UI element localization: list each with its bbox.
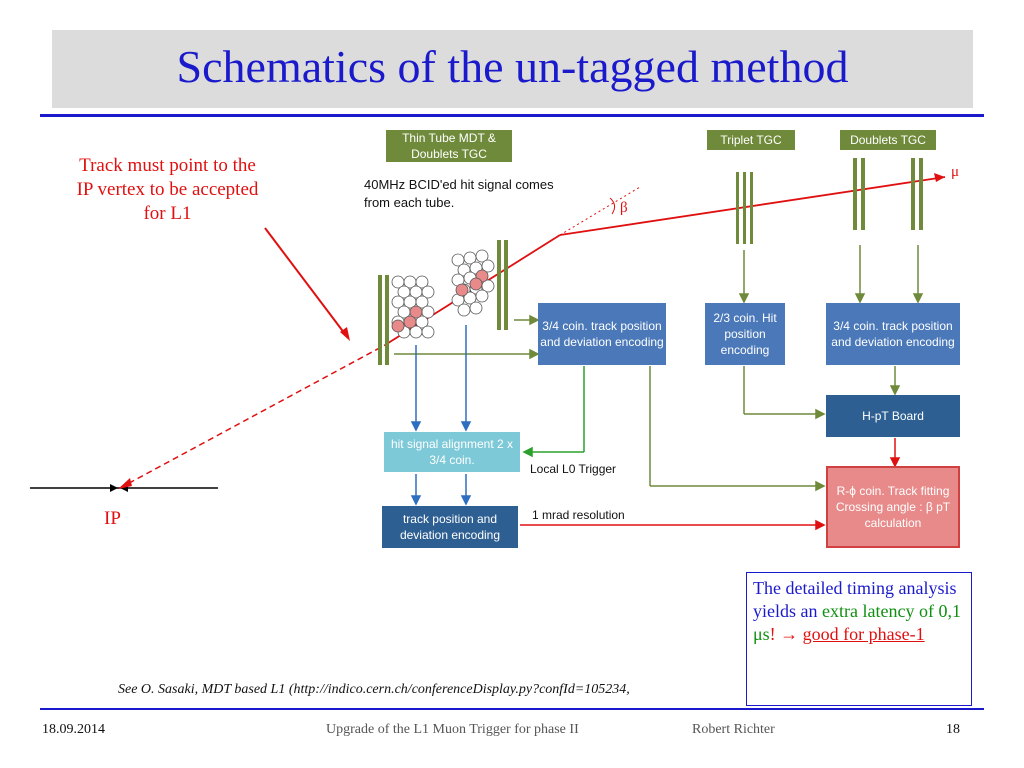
rphi-coin-box: R-ϕ coin. Track fitting Crossing angle :…: [826, 466, 960, 548]
label-doublets-tgc: Doublets TGC: [840, 130, 936, 150]
timing-note: The detailed timing analysis yields an e…: [746, 572, 972, 706]
label-mdt-chamber: Thin Tube MDT & Doublets TGC: [386, 130, 512, 162]
beta-arc: [609, 197, 616, 215]
coin23-box: 2/3 coin. Hit position encoding: [705, 303, 785, 365]
timing-part3: μs: [753, 624, 770, 644]
footer-author: Robert Richter: [692, 722, 775, 737]
beta-symbol: β: [620, 200, 628, 216]
page-title: Schematics of the un-tagged method: [176, 41, 849, 92]
timing-part1: The detailed timing analysis yields an: [753, 578, 957, 621]
track-mu-arrow: [934, 173, 945, 182]
reference: See O. Sasaki, MDT based L1 (http://indi…: [118, 682, 630, 697]
mdt-chamber-inner: [378, 275, 435, 365]
hpt-board-box: H-pT Board: [826, 395, 960, 437]
title-bar: [52, 30, 973, 108]
track-position-box: track position and deviation encoding: [382, 506, 518, 548]
coin34-tgc-box: 3/4 coin. track position and deviation e…: [826, 303, 960, 365]
footer-talk: Upgrade of the L1 Muon Trigger for phase…: [326, 722, 579, 737]
track-note: Track must point to the IP vertex to be …: [76, 155, 259, 224]
note-pointer: [264, 227, 349, 339]
label-triplet-tgc: Triplet TGC: [707, 130, 795, 150]
local-l0-arrow: [522, 366, 585, 458]
timing-part5: good for phase-1: [802, 624, 925, 644]
footer-date: 18.09.2014: [42, 722, 105, 737]
note-pointer-head: [340, 327, 350, 341]
ip-label: IP: [104, 508, 121, 529]
resolution-label: 1 mrad resolution: [532, 508, 625, 522]
beta-reference: [559, 186, 641, 236]
footer-page: 18: [946, 722, 960, 737]
triplet-tgc-chamber: [736, 172, 753, 244]
timing-part4: ! →: [769, 624, 803, 644]
coin34-mdt-box: 3/4 coin. track position and deviation e…: [538, 303, 666, 365]
ip-arrow-right: [110, 484, 118, 492]
track-dashed: [119, 344, 386, 489]
mdt-chamber-middle: [451, 240, 508, 330]
result-arrows: [520, 438, 901, 531]
top-divider: [40, 114, 984, 117]
mdt-signal-arrows: [410, 325, 472, 506]
bottom-divider: [40, 708, 984, 710]
mu-symbol: μ: [951, 164, 960, 180]
hit-signal-note: 40MHz BCID'ed hit signal comes from each…: [364, 177, 554, 210]
timing-part2: extra latency of 0,1: [822, 601, 961, 621]
hit-alignment-box: hit signal alignment 2 x 3/4 coin.: [384, 432, 520, 472]
chamber-connections: [394, 245, 924, 492]
local-l0-label: Local L0 Trigger: [530, 462, 617, 476]
track-tail-arrow: [118, 478, 132, 489]
doublets-tgc-chambers: [853, 158, 923, 230]
